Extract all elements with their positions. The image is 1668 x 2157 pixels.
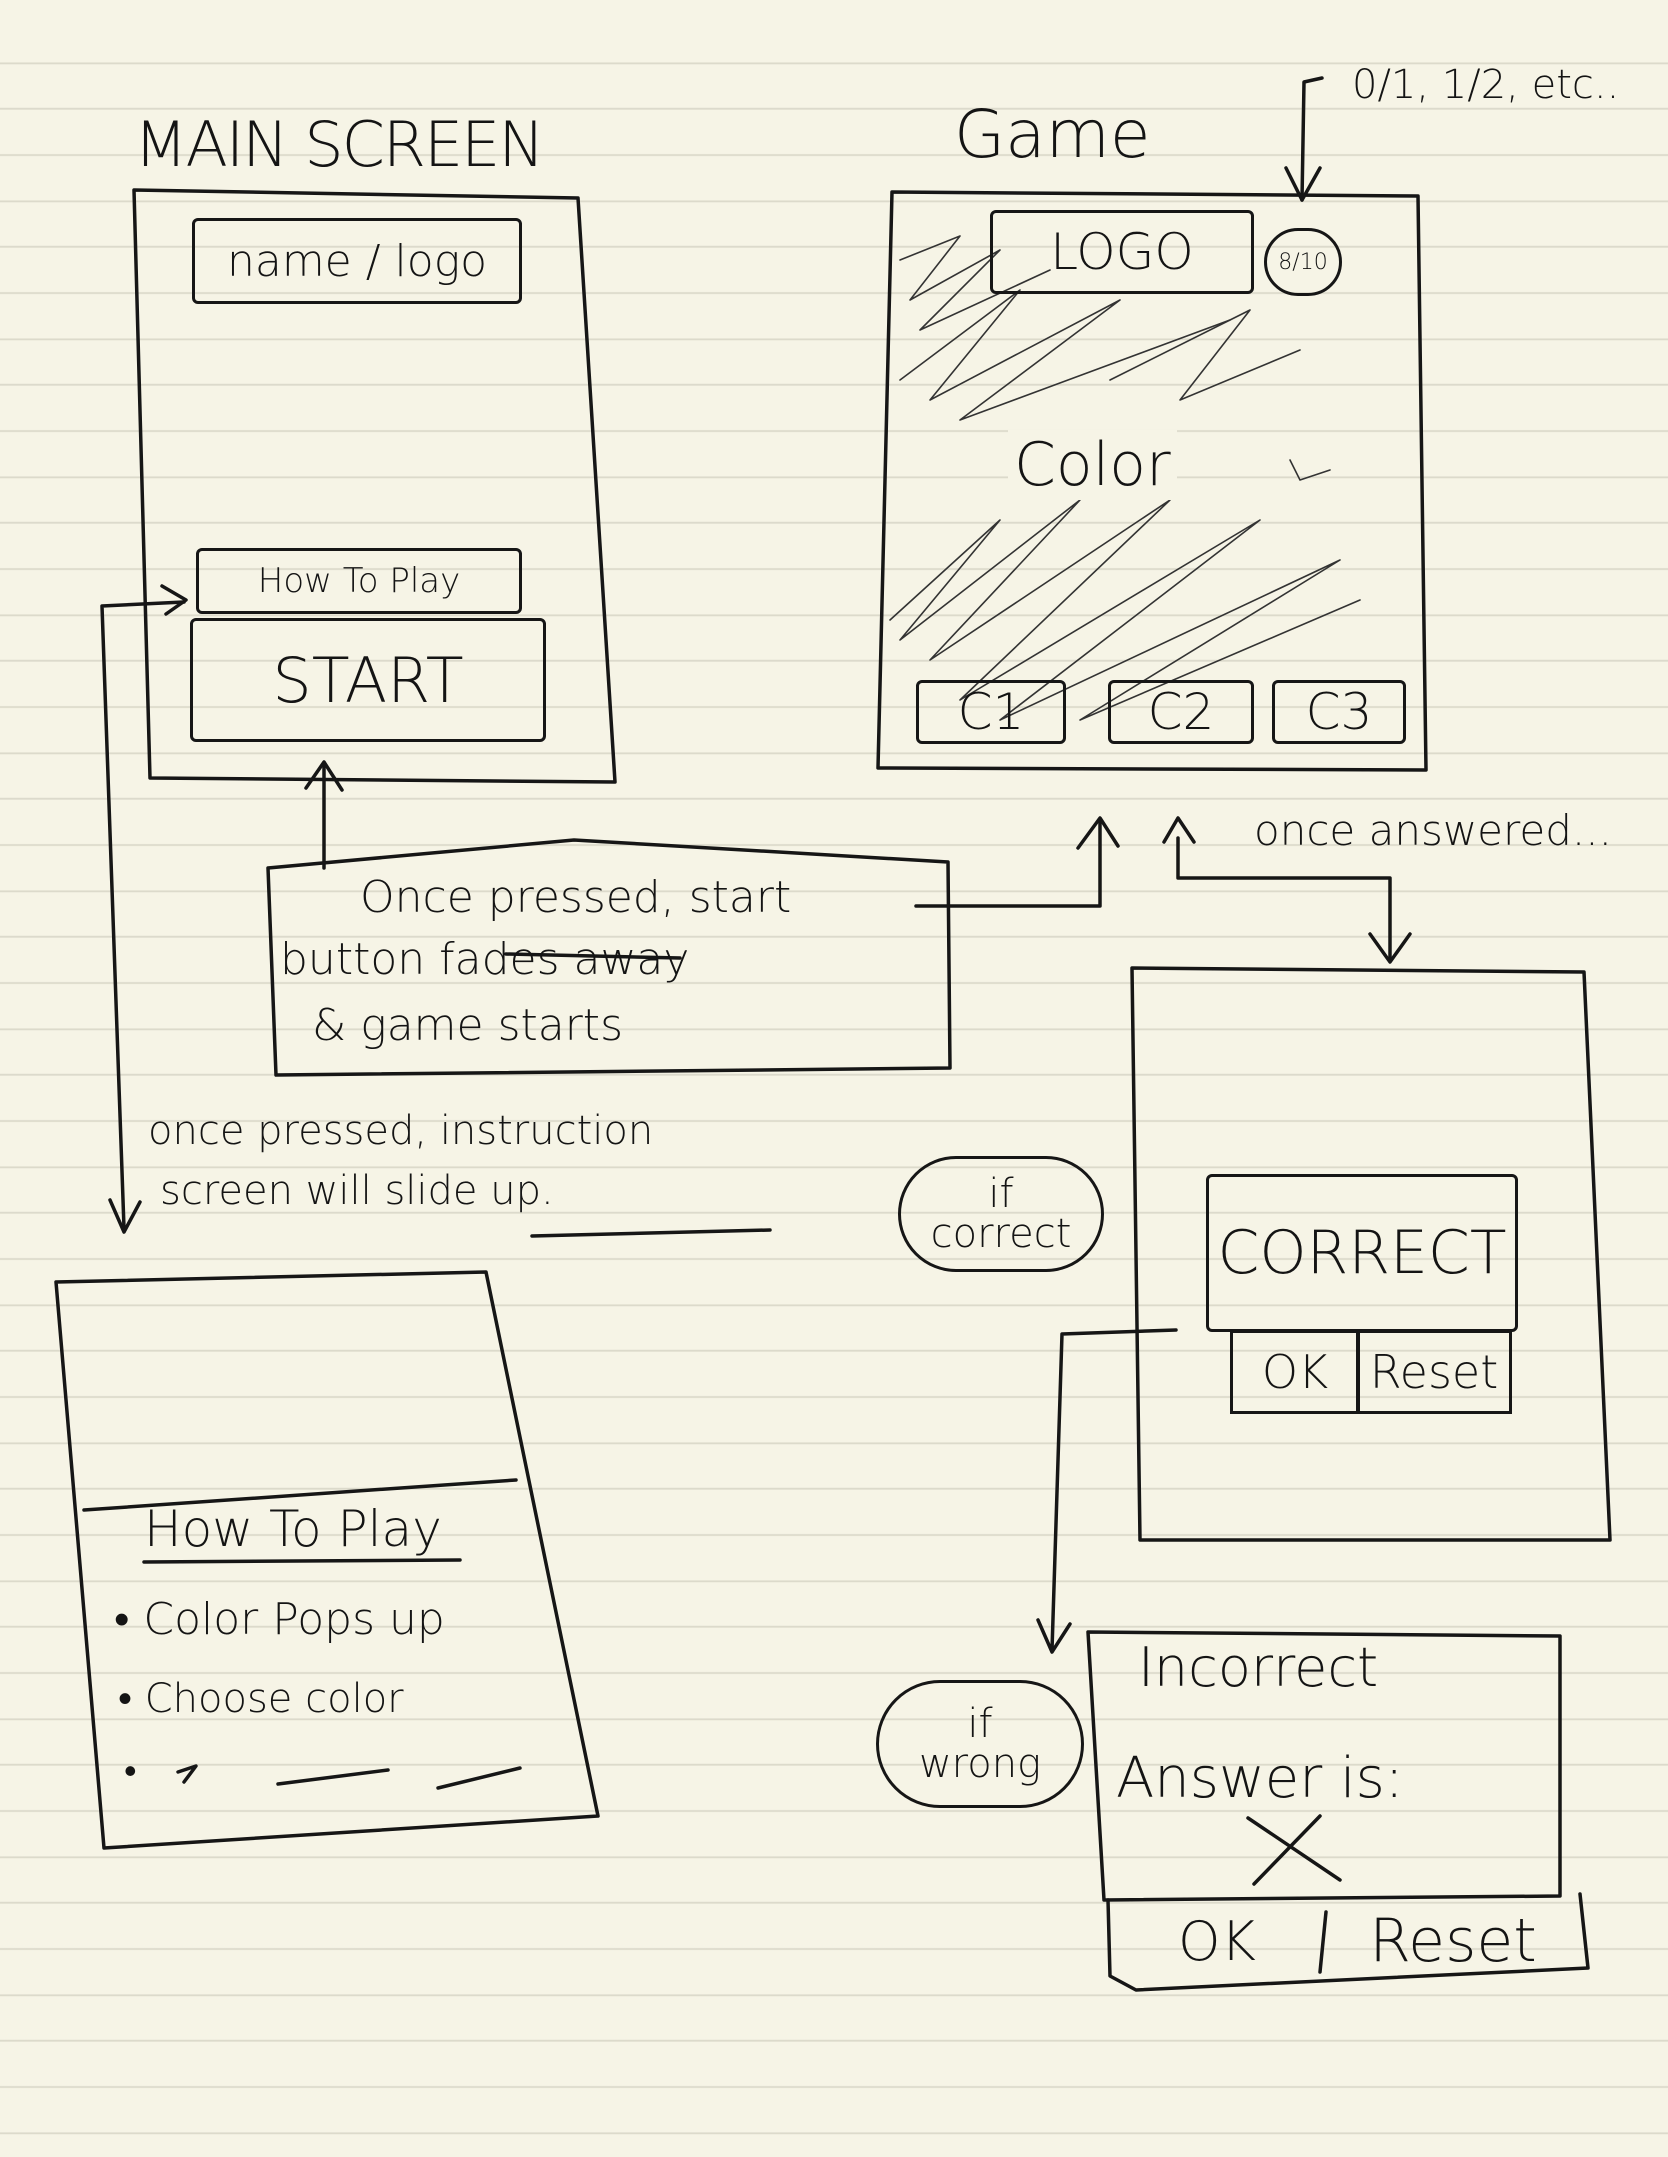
if-correct-line2: correct (930, 1211, 1072, 1257)
correct-ok-label: OK (1261, 1345, 1329, 1399)
instruction-note-line1: once pressed, instruction (148, 1108, 654, 1154)
incorrect-title: Incorrect (1138, 1636, 1379, 1699)
start-note-line2: button fades away (280, 934, 690, 985)
choice-c3-label: C3 (1305, 683, 1373, 741)
start-note-frame (266, 838, 952, 1077)
name-logo-label: name / logo (226, 235, 488, 287)
start-note-line3: & game starts (312, 1000, 623, 1051)
instruction-bullet-1: • Color Pops up (114, 1594, 445, 1645)
correct-message-box: CORRECT (1206, 1174, 1518, 1332)
if-wrong-line1: if (967, 1701, 993, 1747)
start-note-line1: Once pressed, start (360, 872, 792, 923)
correct-ok-button[interactable]: OK (1230, 1330, 1360, 1414)
instruction-bullet-2-text: Choose color (144, 1676, 404, 1722)
choice-button-c2[interactable]: C2 (1108, 680, 1254, 744)
correct-screen-frame (1130, 966, 1612, 1542)
correct-to-incorrect-arrow (1050, 1328, 1178, 1652)
game-logo-box: LOGO (990, 210, 1254, 294)
answered-arrow-up (1176, 836, 1392, 962)
game-screen-frame (876, 190, 1428, 772)
instruction-note-line2: screen will slide up. (160, 1168, 554, 1214)
once-answered-note: once answered... (1254, 806, 1612, 855)
arrow-to-game (914, 818, 1102, 908)
score-badge: 8/10 (1264, 228, 1342, 296)
answer-label: Answer is: (1116, 1746, 1404, 1811)
correct-reset-button[interactable]: Reset (1356, 1330, 1512, 1414)
choice-button-c1[interactable]: C1 (916, 680, 1066, 744)
incorrect-screen-frame (1086, 1630, 1562, 1902)
if-wrong-line2: wrong (918, 1741, 1042, 1787)
start-label: START (272, 643, 464, 717)
counter-arrow (1300, 76, 1324, 202)
start-button[interactable]: START (190, 618, 546, 742)
incorrect-reset-label: Reset (1369, 1906, 1537, 1976)
choice-c2-label: C2 (1147, 683, 1215, 741)
how-to-play-label: How To Play (257, 561, 461, 601)
color-label: Color (1008, 430, 1177, 500)
instruction-bullet-2: • Choose color (118, 1676, 404, 1722)
instruction-screen-frame (54, 1270, 600, 1850)
instruction-bullet-1-text: Color Pops up (143, 1594, 445, 1645)
color-scribble (889, 235, 1361, 721)
correct-reset-label: Reset (1369, 1345, 1499, 1399)
instruction-bullet-3: • (124, 1751, 137, 1792)
correct-message: CORRECT (1217, 1218, 1507, 1288)
incorrect-ok-button[interactable]: OK (1114, 1904, 1320, 1978)
name-logo-box: name / logo (192, 218, 522, 304)
main-screen-title: MAIN SCREEN (134, 108, 545, 181)
choice-c1-label: C1 (957, 683, 1025, 741)
instruction-arrow (100, 600, 186, 1230)
game-logo-label: LOGO (1050, 223, 1194, 281)
answer-x-mark (1246, 1814, 1342, 1886)
game-screen-title: Game (954, 96, 1151, 173)
choice-button-c3[interactable]: C3 (1272, 680, 1406, 744)
main-screen-frame (132, 188, 617, 784)
how-to-play-button[interactable]: How To Play (196, 548, 522, 614)
incorrect-reset-button[interactable]: Reset (1328, 1904, 1578, 1978)
incorrect-ok-label: OK (1178, 1909, 1256, 1973)
if-correct-line1: if (988, 1171, 1014, 1217)
if-correct-bubble: if correct (898, 1156, 1104, 1272)
counter-note: 0/1, 1/2, etc.. (1352, 62, 1620, 108)
if-wrong-bubble: if wrong (876, 1680, 1084, 1808)
instructions-title: How To Play (144, 1500, 442, 1558)
score-badge-label: 8/10 (1278, 249, 1328, 275)
